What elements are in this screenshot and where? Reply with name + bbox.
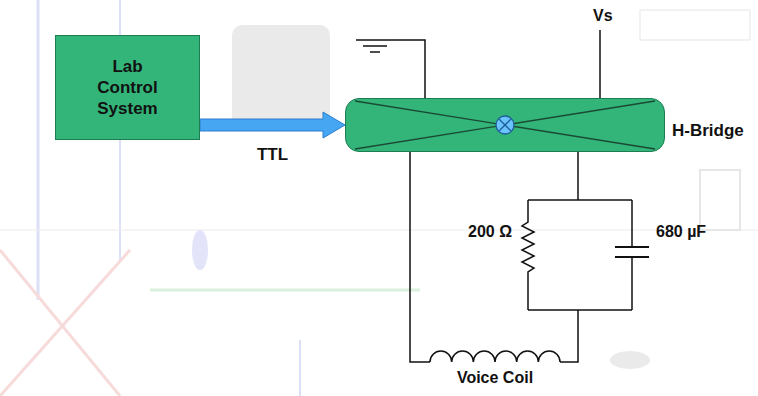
signal-arrow [200,112,345,138]
signal-label: TTL [254,145,291,165]
h-bridge-box: H-Bridge [345,98,665,152]
capacitor-symbol [615,246,649,248]
bridge-symbol [345,98,665,152]
coil-label: Voice Coil [457,368,533,388]
rc-wire [528,199,632,201]
coil-wire [560,310,578,362]
ground-symbol [363,45,387,47]
supply-label: Vs [593,6,613,26]
ground-wire [394,40,425,98]
resistor-value: 200 Ω [468,222,512,242]
wiring [356,30,649,362]
process-box: Lab Control System [55,35,200,140]
coil-wire [410,152,430,362]
coil-symbol [430,351,560,362]
ground-symbol [370,51,380,53]
capacitor-symbol [631,200,633,247]
rc-wire [528,309,632,311]
capacitor-symbol [631,257,633,310]
capacitor-value: 680 µF [656,222,706,242]
rc-wire [577,152,579,200]
supply-wire [599,30,601,98]
node-text: Lab Control System [88,56,168,119]
resistor-symbol [522,200,534,310]
ground-symbol [356,39,394,41]
node-text: H-Bridge [672,121,744,141]
faded-box [232,25,330,130]
